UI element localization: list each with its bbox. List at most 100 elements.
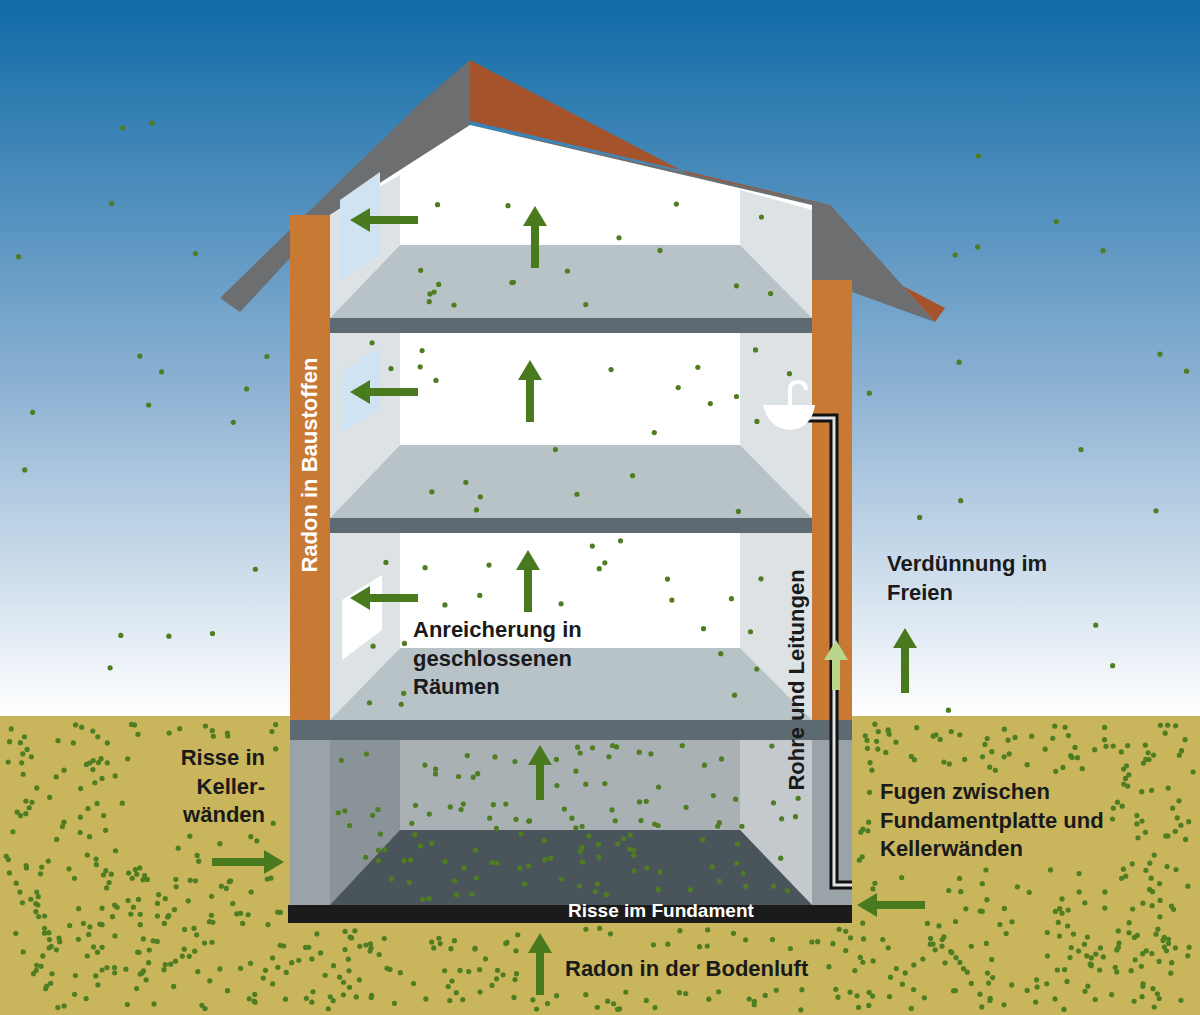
radon-dot: [922, 995, 927, 1000]
radon-dot: [928, 936, 933, 941]
radon-dot: [202, 940, 207, 945]
radon-dot: [81, 921, 86, 926]
radon-dot: [514, 971, 519, 976]
radon-dot: [1173, 867, 1178, 872]
radon-dot: [85, 806, 90, 811]
radon-dot: [71, 740, 76, 745]
radon-dot: [433, 771, 438, 776]
radon-dot: [429, 841, 434, 846]
radon-dot: [281, 943, 286, 948]
annotation-label: Fugen zwischen Fundamentplatte und Kelle…: [880, 778, 1105, 864]
radon-dot: [104, 965, 109, 970]
radon-dot: [652, 1005, 657, 1010]
radon-dot: [1084, 953, 1089, 958]
radon-dot: [265, 922, 270, 927]
radon-dot: [948, 949, 953, 954]
flow-arrow: [824, 640, 848, 690]
radon-dot: [135, 950, 140, 955]
annotation-label: Anreicherung in geschlossenen Räumen: [413, 616, 613, 702]
radon-dot: [412, 832, 417, 837]
radon-dot: [207, 978, 212, 983]
radon-dot: [168, 962, 173, 967]
radon-dot: [500, 972, 505, 977]
radon-dot: [719, 756, 724, 761]
radon-dot: [156, 892, 161, 897]
radon-dot: [347, 823, 352, 828]
radon-dot: [264, 354, 269, 359]
radon-dot: [778, 856, 783, 861]
radon-dot: [835, 995, 840, 1000]
radon-dot: [13, 931, 18, 936]
radon-dot: [79, 725, 84, 730]
radon-dot: [1127, 930, 1132, 935]
radon-dot: [680, 743, 685, 748]
room: [330, 533, 812, 720]
radon-dot: [420, 348, 425, 353]
radon-dot: [47, 795, 52, 800]
radon-dot: [961, 966, 966, 971]
radon-dot: [370, 813, 375, 818]
radon-dot: [1173, 945, 1178, 950]
radon-dot: [542, 857, 547, 862]
radon-dot: [1113, 965, 1118, 970]
radon-dot: [55, 1005, 60, 1010]
radon-dot: [1182, 737, 1187, 742]
slab: [290, 720, 852, 740]
radon-dot: [254, 838, 259, 843]
radon-dot: [238, 966, 243, 971]
radon-dot: [244, 386, 249, 391]
radon-dot: [863, 733, 868, 738]
radon-dot: [732, 693, 737, 698]
radon-dot: [1163, 833, 1168, 838]
radon-dot: [357, 977, 362, 982]
radon-dot: [176, 846, 181, 851]
radon-dot: [460, 997, 465, 1002]
radon-dot: [1185, 884, 1190, 889]
radon-dot: [446, 984, 451, 989]
radon-dot: [1035, 984, 1040, 989]
radon-dot: [1080, 766, 1085, 771]
radon-dot: [1139, 994, 1144, 999]
radon-dot: [1160, 938, 1165, 943]
radon-dot: [1155, 927, 1160, 932]
radon-dot: [473, 848, 478, 853]
radon-dot: [19, 760, 24, 765]
radon-dot: [341, 992, 346, 997]
radon-dot: [30, 410, 35, 415]
radon-dot: [676, 385, 681, 390]
radon-dot: [20, 751, 25, 756]
radon-dot: [946, 888, 951, 893]
radon-dot: [1052, 724, 1057, 729]
radon-dot: [1157, 881, 1162, 886]
radon-dot: [1027, 890, 1032, 895]
radon-dot: [84, 996, 89, 1001]
radon-dot: [1067, 955, 1072, 960]
radon-dot: [422, 763, 427, 768]
radon-dot: [957, 732, 962, 737]
radon-dot: [1157, 352, 1162, 357]
radon-dot: [1066, 908, 1071, 913]
radon-dot: [269, 729, 274, 734]
radon-dot: [920, 956, 925, 961]
radon-dot: [602, 560, 607, 565]
radon-dot: [1069, 755, 1074, 760]
radon-dot: [1085, 984, 1090, 989]
radon-dot: [597, 566, 602, 571]
radon-dot: [595, 1005, 600, 1010]
radon-dot: [1052, 996, 1057, 1001]
radon-dot: [238, 911, 243, 916]
radon-dot: [874, 739, 879, 744]
radon-dot: [1059, 911, 1064, 916]
radon-dot: [125, 1002, 130, 1007]
radon-dot: [113, 848, 118, 853]
radon-dot: [993, 768, 998, 773]
radon-dot: [110, 914, 115, 919]
radon-dot: [1149, 788, 1154, 793]
radon-dot: [848, 990, 853, 995]
radon-dot: [656, 784, 661, 789]
radon-dot: [408, 857, 413, 862]
radon-dot: [150, 120, 155, 125]
radon-dot: [54, 774, 59, 779]
radon-dot: [1089, 955, 1094, 960]
radon-dot: [289, 960, 294, 965]
